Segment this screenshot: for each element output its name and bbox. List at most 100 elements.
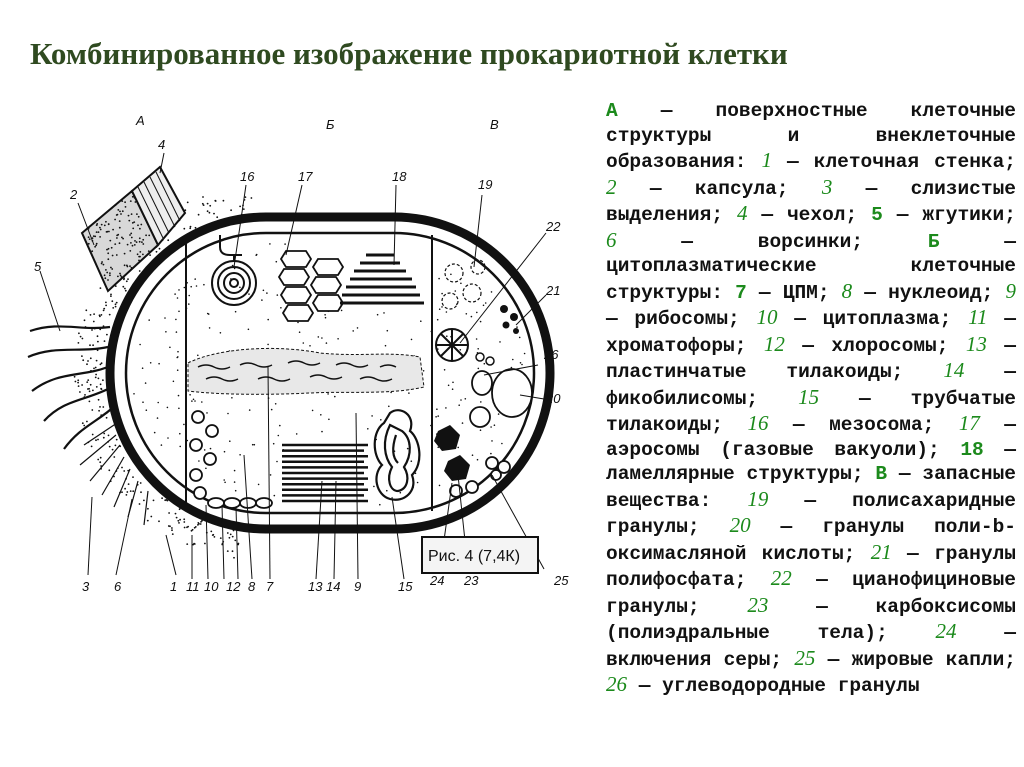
legend-key: 1 — [761, 148, 772, 172]
label-18: 18 — [392, 169, 407, 184]
legend-text: — аэросомы (газовые вакуоли); — [606, 414, 1016, 461]
legend-key: 5 — [871, 204, 883, 226]
cyanophycin-granule — [435, 328, 469, 362]
section-label-b: Б — [326, 117, 335, 132]
legend-key: 3 — [821, 174, 833, 199]
sheath — [130, 165, 187, 247]
lipid-droplets — [485, 456, 511, 481]
lamellar-thylakoids — [282, 443, 368, 503]
chlorosomes — [207, 497, 273, 509]
legend-text: — ЦПМ; — [746, 281, 842, 304]
legend-text: — гранулы поли-b-оксимасляной кислоты; — [606, 516, 1016, 565]
legend-key: 26 — [606, 672, 627, 696]
legend-key: 18 — [960, 438, 984, 461]
legend-text: — включения серы; — [606, 622, 1016, 671]
legend-text: — жировые капли; — [815, 648, 1017, 671]
legend-text: — фикобилисомы; — [606, 361, 1016, 410]
label-6: 6 — [114, 579, 122, 594]
label-7: 7 — [266, 579, 274, 594]
legend-key: 24 — [935, 619, 957, 643]
flagella — [27, 325, 117, 450]
legend-key: 8 — [841, 278, 853, 303]
section-label-v: В — [490, 117, 499, 132]
legend-key: 23 — [747, 592, 769, 617]
label-20: 20 — [545, 391, 561, 406]
label-17: 17 — [298, 169, 313, 184]
legend-text: — гранулы полифосфата; — [606, 542, 1016, 592]
legend-text: — мезосома; — [768, 414, 959, 436]
tubular-thylakoids — [373, 409, 421, 501]
phb-granules — [469, 368, 533, 428]
legend-text: — капсула; — [616, 177, 822, 200]
legend-key: Б — [927, 230, 940, 253]
legend-key: А — [606, 100, 618, 122]
legend-text: — ламеллярные структуры; — [606, 438, 1017, 486]
label-25: 25 — [553, 573, 569, 588]
legend-text: — цитоплазма; — [777, 308, 969, 330]
label-15: 15 — [398, 579, 413, 594]
label-10: 10 — [204, 579, 219, 594]
chromatophores — [189, 410, 219, 500]
legend-key: 11 — [968, 305, 988, 329]
gas-vacuoles — [277, 250, 345, 322]
legend-key: 14 — [943, 358, 965, 382]
label-24: 24 — [429, 573, 444, 588]
label-12: 12 — [226, 579, 241, 594]
label-26: 26 — [543, 347, 559, 362]
label-1: 1 — [170, 579, 177, 594]
label-11: 11 — [186, 579, 200, 594]
legend-text: — рибосомы; — [606, 308, 757, 330]
legend-text: — чехол; — [747, 204, 872, 226]
legend-text: — поверхностные клеточные структуры и вн… — [606, 100, 1016, 173]
label-5: 5 — [34, 259, 42, 274]
leader-lines — [39, 152, 547, 580]
legend-key: 13 — [965, 331, 987, 356]
section-label-a: А — [135, 113, 145, 128]
legend-text: — карбоксисомы (полиэдральные тела); — [606, 595, 1016, 645]
sulfur-inclusions — [449, 480, 479, 498]
legend-key: 7 — [735, 281, 747, 304]
label-13: 13 — [308, 579, 323, 594]
label-23: 23 — [463, 573, 479, 588]
legend-key: 15 — [798, 384, 820, 409]
lamellar-structures — [340, 253, 424, 305]
caption-box — [421, 536, 539, 574]
label-19: 19 — [478, 177, 492, 192]
polyphosphate-granules — [500, 305, 519, 334]
nucleoid — [187, 347, 425, 395]
legend-text: — цианофициновые гранулы; — [606, 569, 1017, 618]
legend-key: 2 — [606, 174, 617, 199]
legend-key: 9 — [1005, 278, 1017, 303]
legend-key: В — [875, 463, 888, 485]
legend-key: 22 — [770, 566, 792, 590]
pili — [79, 420, 149, 526]
legend-text: — ворсинки; — [616, 230, 928, 253]
legend-text: — хроматофоры; — [606, 308, 1016, 357]
legend-key: 10 — [756, 305, 778, 329]
label-2: 2 — [69, 187, 78, 202]
legend-key: 19 — [747, 486, 769, 511]
legend-text: — трубчатые тилакоиды; — [606, 387, 1016, 437]
caption: Рис. 4 (7,4К) — [428, 548, 520, 565]
label-4: 4 — [158, 137, 165, 152]
label-14: 14 — [326, 579, 340, 594]
legend: А — поверхностные клеточные структуры и … — [606, 99, 1016, 699]
legend-key: 12 — [763, 331, 785, 356]
legend-key: 25 — [794, 645, 816, 670]
sheath-hatch — [137, 171, 181, 239]
legend-text: — клеточная стенка; — [771, 151, 1017, 173]
label-16: 16 — [240, 169, 255, 184]
label-3: 3 — [82, 579, 90, 594]
legend-text: — жгутики; — [882, 204, 1016, 226]
capsule-texture — [87, 191, 158, 281]
carboxysomes — [434, 425, 470, 481]
legend-text: — хлоросомы; — [784, 334, 966, 357]
legend-key: 16 — [747, 411, 769, 435]
legend-text: — слизистые выделения; — [606, 177, 1016, 227]
legend-key: 20 — [729, 513, 751, 537]
cell-diagram-svg: А Б В 1 2 3 4 5 6 7 8 9 10 11 12 13 14 1… — [27, 113, 569, 594]
legend-text: — цитоплазматические клеточные структуры… — [606, 230, 1017, 304]
legend-text: — пластинчатые тилакоиды; — [606, 334, 1017, 384]
nucleoid-fibrils — [197, 360, 397, 382]
hydrocarbon-granules — [475, 352, 495, 366]
